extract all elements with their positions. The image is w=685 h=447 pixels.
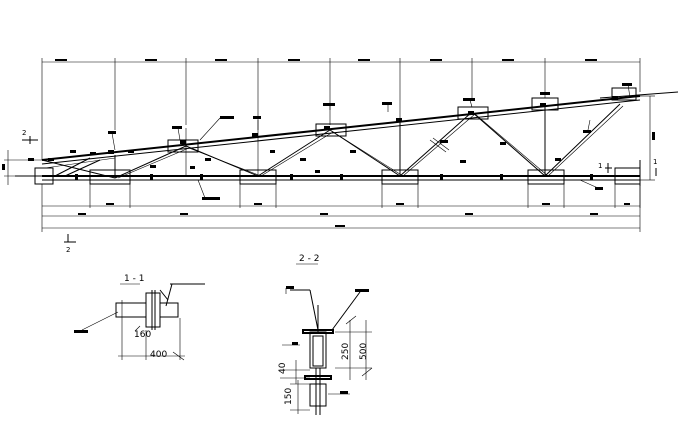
top-dimension-lines xyxy=(41,58,641,160)
section-1-1-dim-400: 400 xyxy=(150,350,167,360)
section-marker-1-far-right: 1 xyxy=(653,158,657,166)
section-1-1-title: 1 - 1 xyxy=(124,274,144,284)
section-2-2-dim-150: 150 xyxy=(284,388,294,405)
section-2-2-title: 2 - 2 xyxy=(299,254,319,264)
lower-dimension-lines xyxy=(41,184,641,232)
section-marker-2-left: 2 xyxy=(22,129,26,137)
section-2-2-detail: 2 - 2 250 500 40 150 xyxy=(278,254,373,415)
truss-callouts xyxy=(28,83,632,200)
section-2-2-dim-500: 500 xyxy=(359,343,369,360)
truss-elevation xyxy=(15,87,679,186)
section-marker-1-right: 1 xyxy=(598,162,602,170)
section-1-1-detail: 1 - 1 160 400 xyxy=(74,274,205,361)
section-2-2-dim-40: 40 xyxy=(278,362,288,374)
section-1-1-dim-160: 160 xyxy=(134,330,151,340)
section-marker-2-bottom: 2 xyxy=(66,246,70,254)
section-2-2-dim-250: 250 xyxy=(341,343,351,360)
side-dimensions: 2 2 1 1 xyxy=(2,95,657,254)
